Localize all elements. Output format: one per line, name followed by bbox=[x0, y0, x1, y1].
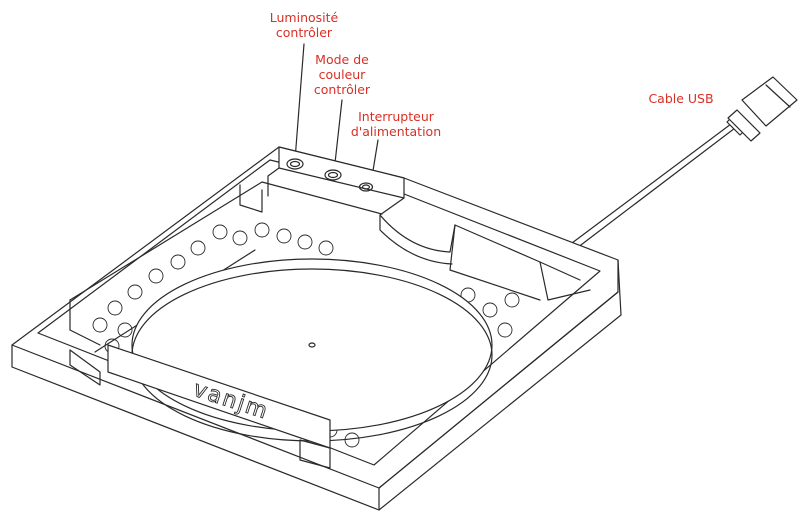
usb-cable-label: Cable USB bbox=[646, 91, 716, 106]
control-block bbox=[267, 146, 581, 281]
leader-brightness bbox=[294, 43, 305, 161]
callout-line: d'alimentation bbox=[350, 124, 442, 139]
callout-line: contrôler bbox=[275, 25, 333, 40]
callout-line: Mode de bbox=[315, 52, 369, 67]
brightness-control-label: Luminosité contrôler bbox=[258, 10, 350, 40]
power-switch-label: Interrupteur d'alimentation bbox=[344, 109, 448, 139]
control-knobs bbox=[286, 158, 374, 192]
callout-line: Cable USB bbox=[648, 91, 714, 106]
callout-line: contrôler bbox=[313, 82, 371, 97]
callout-line: Luminosité bbox=[269, 10, 339, 25]
leader-color-mode bbox=[333, 99, 343, 173]
usb-cable bbox=[567, 76, 798, 252]
front-lip bbox=[69, 344, 331, 469]
color-mode-control-label: Mode de couleur contrôler bbox=[300, 52, 384, 97]
callout-line: couleur bbox=[318, 67, 366, 82]
callout-line: Interrupteur bbox=[358, 109, 434, 124]
